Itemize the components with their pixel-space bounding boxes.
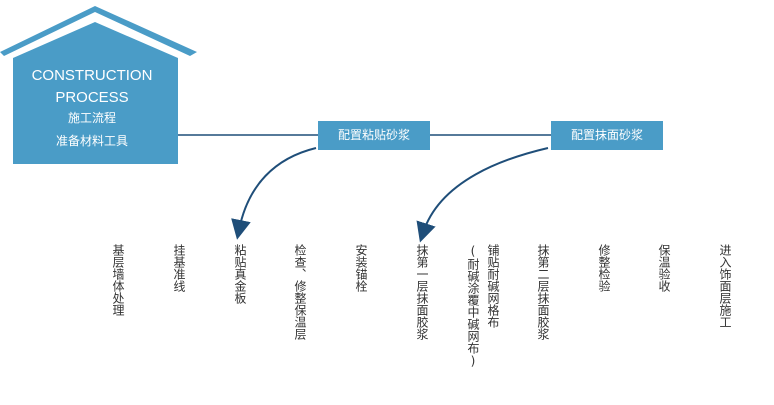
step-2-label: 挂基准线 (172, 244, 186, 292)
house-body (13, 22, 178, 164)
arrow-to-step-3 (231, 147, 317, 240)
step-7-label: 铺贴耐碱网格布 (486, 244, 500, 328)
first-step-label: 准备材料工具 (56, 134, 128, 148)
arrow-to-step-6 (416, 147, 549, 243)
step-11-label: 进入饰面层施工 (718, 244, 732, 328)
branch-box-plaster-mortar (551, 121, 663, 150)
house-title-line1: CONSTRUCTION (32, 67, 153, 84)
branch-label-bonding-mortar: 配置粘贴砂浆 (338, 127, 410, 142)
step-3-label: 粘贴真金板 (233, 244, 247, 304)
house-title-line2: PROCESS (55, 89, 128, 106)
step-6-label: 抹第一层抹面胶浆 (415, 244, 429, 340)
branch-box-bonding-mortar (318, 121, 430, 150)
step-8-label: 抹第二层抹面胶浆 (536, 244, 550, 340)
step-7-note: (耐碱涂覆中碱网布) (466, 244, 480, 368)
step-4-label: 检查、修整保温层 (293, 244, 307, 340)
step-10-label: 保温验收 (657, 244, 671, 292)
step-5-label: 安装锚栓 (354, 244, 368, 292)
house-subtitle: 施工流程 (68, 110, 116, 125)
step-9-label: 修整检验 (597, 244, 611, 292)
branch-label-plaster-mortar: 配置抹面砂浆 (571, 127, 643, 142)
step-1-label: 基层墙体处理 (111, 244, 125, 316)
